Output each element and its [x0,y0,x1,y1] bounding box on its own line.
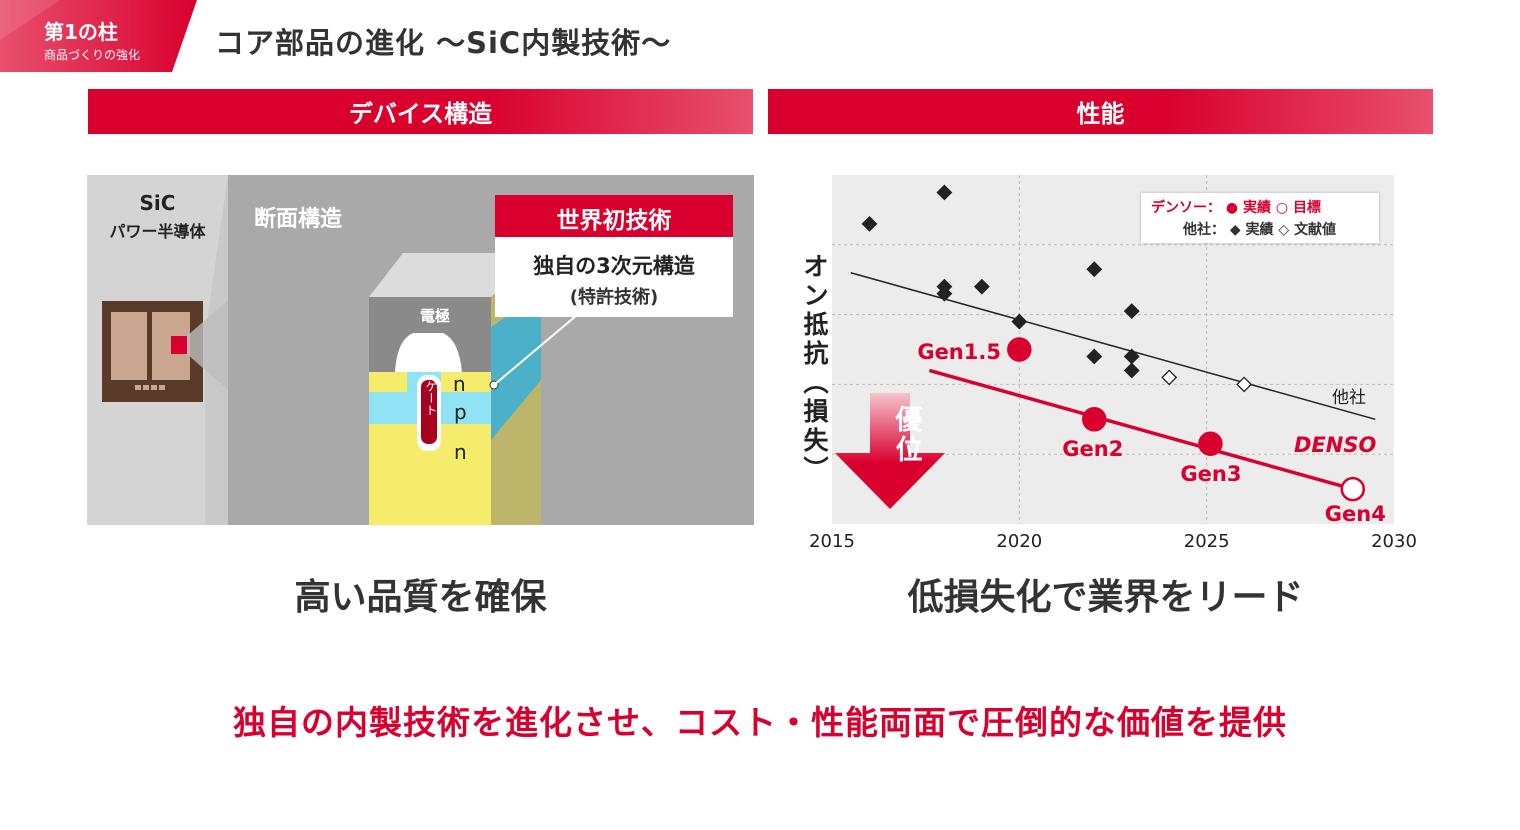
y-axis-label: オン抵抗︵損失︶ [801,252,831,484]
electrode-shape [395,333,462,372]
gen-label: Gen1.5 [917,339,1001,364]
denso-point-gen4 [1340,476,1366,502]
cross-section-label: 断面構造 [254,207,343,232]
y-axis-label-char: ︵ [803,368,829,397]
performance-header: 性能 [768,89,1433,134]
y-axis-label-char: ン [803,281,829,310]
badge-subtitle: 商品づくりの強化 [44,48,141,62]
denso-line-label: DENSO [1294,433,1377,457]
legend-others-actual: 実績 [1245,222,1274,238]
gate-label: ゲート [424,380,438,416]
chip-label-power-semi: パワー半導体 [109,222,206,241]
legend-denso-target-icon: ○ [1275,200,1289,216]
gen-label: Gen3 [1180,461,1242,486]
left-caption: 高い品質を確保 [294,577,547,618]
layer-p: p [454,400,467,424]
legend-denso-target: 目標 [1292,200,1321,216]
others-actual-point [936,285,953,302]
y-axis-label-char: 抵 [803,310,829,339]
others-actual-point [973,278,990,295]
world-first-label: 世界初技術 [556,208,672,234]
legend-denso-actual: 実績 [1242,200,1271,216]
advantage-label: 優位 [895,405,923,466]
legend-denso-label: デンソー： [1151,200,1221,216]
legend-others-literature-icon: ◇ [1278,222,1290,238]
x-tick-label: 2020 [996,531,1043,552]
denso-point-gen2 [1082,407,1107,432]
gen-label: Gen4 [1324,502,1386,527]
legend-others-actual-icon: ◆ [1229,222,1241,238]
world-first-banner [495,195,733,237]
x-tick-label: 2015 [809,531,855,552]
callout-text: 独自の3次元構造 [533,254,695,278]
layer-n-top: n [453,372,466,396]
others-trend-line [850,271,1376,421]
others-literature-point [1236,376,1253,393]
y-axis-label-char: 損 [803,397,829,426]
badge-title: 第1の柱 [44,20,118,44]
others-line-label: 他社 [1332,388,1366,408]
others-actual-point [936,184,953,201]
x-tick-label: 2025 [1183,531,1230,552]
others-actual-point [1123,362,1140,379]
bottom-message: 独自の内製技術を進化させ、コスト・性能両面で圧倒的な価値を提供 [233,703,1287,742]
right-caption: 低損失化で業界をリード [907,577,1304,618]
others-actual-point [1123,303,1140,320]
section-badge [0,0,197,72]
others-actual-point [1086,348,1103,365]
denso-trend-line [928,368,1354,491]
others-actual-point [1011,313,1028,330]
chip-die-left [111,312,147,380]
electrode-label: 電極 [419,307,450,325]
others-literature-point [1161,369,1178,386]
gate-electrode [421,380,437,444]
y-axis-label-char: ︶ [803,455,829,484]
denso-point-gen1-5 [1007,337,1032,362]
y-axis-label-char: オ [803,252,829,281]
zoom-marker [171,336,187,354]
x-tick-label: 2030 [1371,531,1417,552]
device-structure-diagram [87,175,754,525]
legend-denso-actual-icon: ● [1225,200,1239,216]
others-actual-point [1086,261,1103,278]
layer-n-bottom: n [454,440,467,464]
device-structure-header: デバイス構造 [88,89,753,134]
others-actual-point [861,215,878,232]
legend-others-literature: 文献値 [1294,222,1337,238]
y-axis-label-char: 失 [803,426,829,455]
denso-point-gen3 [1198,431,1223,456]
gen-label: Gen2 [1062,437,1124,462]
callout-subtext: (特許技術) [569,287,659,308]
chart-legend: デンソー： ● 実績 ○ 目標 他社： ◆ 実績 ◇ 文献値 [1141,193,1379,243]
chip-label-sic: SiC [139,191,176,215]
page-title: コア部品の進化 〜SiC内製技術〜 [215,26,672,60]
advantage-arrow-icon [835,393,945,509]
legend-others-label: 他社： [1183,222,1225,238]
y-axis-label-char: 抗 [803,339,829,368]
